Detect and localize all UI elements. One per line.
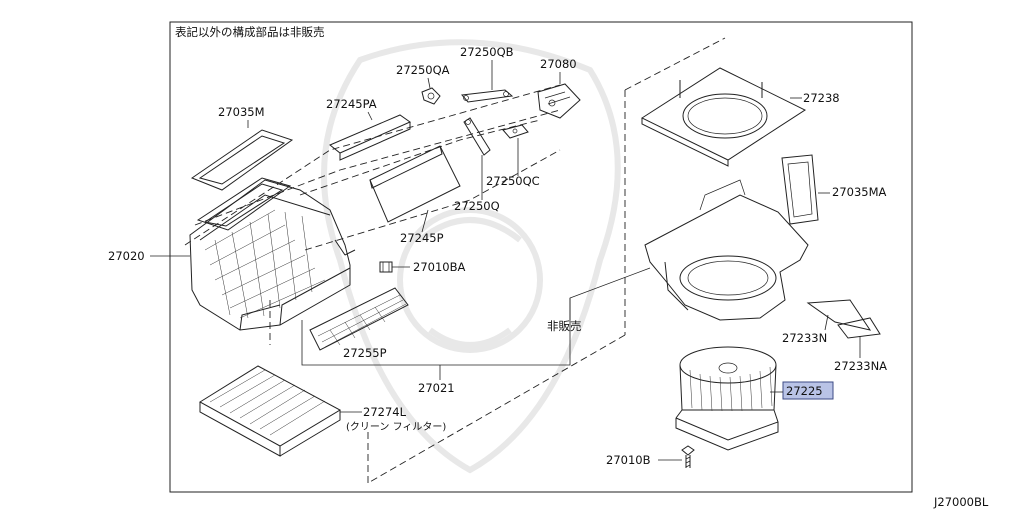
label-27274L: 27274L: [363, 405, 407, 419]
link-27250QB: [461, 89, 514, 103]
dashed-guides: [184, 37, 726, 484]
clip-27010BA: [379, 261, 393, 273]
label-not-sold: 非販売: [547, 319, 582, 333]
seal-27035M: [190, 129, 294, 191]
label-27238: 27238: [803, 91, 840, 105]
label-27225[interactable]: 27225: [786, 384, 823, 398]
label-27233N: 27233N: [782, 331, 827, 345]
label-27035MA: 27035MA: [832, 185, 887, 199]
label-27250QB: 27250QB: [460, 45, 514, 59]
background-watermark: [321, 39, 621, 474]
bracket-27250QC: [502, 124, 529, 139]
label-27021: 27021: [418, 381, 455, 395]
label-27250QC: 27250QC: [486, 174, 540, 188]
label-27274L-desc: (クリーン フィルター): [346, 421, 446, 433]
intake-case-27020: [189, 177, 356, 331]
door-27245P: [369, 145, 461, 223]
seal-27035MA: [781, 154, 819, 225]
cover-27238: [640, 67, 807, 167]
label-27020: 27020: [108, 249, 145, 263]
drawing-code: J27000BL: [933, 495, 989, 509]
label-27233NA: 27233NA: [834, 359, 887, 373]
label-27250Q: 27250Q: [454, 199, 500, 213]
highlight-27225[interactable]: [782, 381, 834, 400]
door-27245PA: [329, 114, 412, 161]
label-27035M: 27035M: [218, 105, 265, 119]
label-27080: 27080: [540, 57, 577, 71]
rod-27250Q: [463, 117, 491, 156]
blower-motor-27225: [675, 346, 779, 451]
note-top: 表記以外の構成部品は非販売: [175, 25, 325, 39]
screw-27010B: [681, 445, 695, 468]
label-27010BA: 27010BA: [413, 260, 465, 274]
grille-27255P: [309, 287, 409, 351]
label-27245PA: 27245PA: [326, 97, 377, 111]
filter-27274L: [199, 365, 342, 457]
label-27255P: 27255P: [343, 346, 387, 360]
blower-housing: [644, 179, 809, 321]
label-27250QA: 27250QA: [396, 63, 450, 77]
diagram-frame: [169, 21, 913, 493]
lever-27250QA: [421, 87, 441, 105]
seal-27233NA: [837, 317, 881, 339]
label-27010B: 27010B: [606, 453, 651, 467]
label-27245P: 27245P: [400, 231, 444, 245]
seal-27233N: [806, 299, 872, 331]
actuator-27080: [537, 83, 581, 119]
